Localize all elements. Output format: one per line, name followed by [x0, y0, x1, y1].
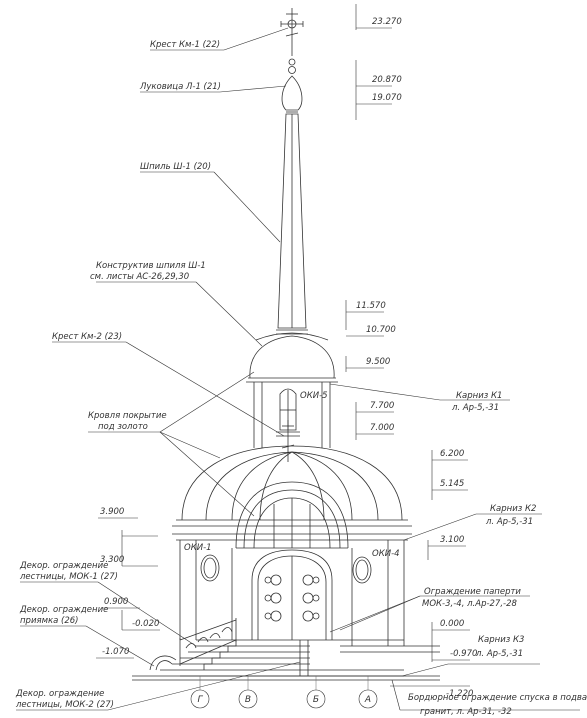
- level-m0020: -0.020: [132, 619, 159, 629]
- level-7000: 7.000: [370, 423, 394, 433]
- level-11570: 11.570: [356, 301, 386, 311]
- level-3300: 3.300: [100, 555, 124, 565]
- label-pit-fence-1: Декор. ограждение: [19, 605, 108, 615]
- axis-bubbles: [190, 689, 378, 709]
- stairs-and-railing: [149, 618, 404, 677]
- label-cornice-k2-2: л. Ар-5,-31: [485, 517, 533, 527]
- label-border-fence-2: гранит, л. Ар-31, -32: [420, 707, 512, 717]
- label-cross-top: Крест Км-1 (22): [150, 40, 220, 50]
- window-label-oki4: ОКИ-4: [372, 549, 400, 559]
- level-m0970: -0.970: [450, 649, 477, 659]
- label-porch-fence-1: Ограждение паперти: [424, 587, 521, 597]
- label-spire: Шпиль Ш-1 (20): [140, 162, 211, 172]
- window-label-oki5: ОКИ-5: [300, 391, 328, 401]
- level-23270: 23.270: [372, 17, 402, 27]
- ground-lines: [132, 645, 440, 681]
- label-onion-dome: Луковица Л-1 (21): [139, 82, 221, 92]
- level-0000: 0.000: [440, 619, 464, 629]
- spire: [276, 113, 308, 335]
- label-stair-fence2-2: лестницы, МОК-2 (27): [15, 700, 114, 710]
- level-7700: 7.700: [370, 401, 394, 411]
- label-roof-1: Кровля покрытие: [88, 411, 167, 421]
- level-0900: 0.900: [104, 597, 128, 607]
- level-mark-lines: [96, 4, 470, 687]
- label-stair-fence1-2: лестницы, МОК-1 (27): [19, 572, 118, 582]
- label-cornice-k3-2: л. Ар-5,-31: [475, 649, 523, 659]
- level-3900: 3.900: [100, 507, 124, 517]
- label-pit-fence-2: приямка (26): [20, 616, 79, 626]
- label-cross-small: Крест Км-2 (23): [52, 332, 122, 342]
- top-cross: [280, 8, 304, 56]
- label-spire-structure-1: Конструктив шпиля Ш-1: [96, 261, 206, 271]
- axis-label-b: Б: [313, 695, 319, 705]
- axis-lines: [199, 676, 369, 690]
- label-cornice-k1-1: Карниз К1: [456, 391, 502, 401]
- onion-dome: [281, 58, 303, 113]
- level-m1070: -1.070: [102, 647, 129, 657]
- label-porch-fence-2: МОК-3,-4, л.Ар-27,-28: [422, 599, 518, 609]
- label-cornice-k3-1: Карниз К3: [478, 635, 524, 645]
- axis-label-g: Г: [197, 695, 203, 705]
- axis-label-v: В: [245, 695, 251, 705]
- side-windows: [200, 554, 372, 584]
- level-6200: 6.200: [440, 449, 464, 459]
- small-cross: [276, 420, 300, 462]
- label-roof-2: под золото: [98, 422, 148, 432]
- axis-label-a: А: [364, 695, 371, 705]
- facade-walls: [179, 540, 405, 646]
- entry-door: [251, 549, 333, 640]
- level-20870: 20.870: [372, 75, 402, 85]
- label-stair-fence2-1: Декор. ограждение: [15, 689, 104, 699]
- level-m1220: -1.220: [446, 689, 473, 699]
- label-spire-structure-2: см. листы АС-26,29,30: [90, 272, 189, 282]
- level-10700: 10.700: [366, 325, 396, 335]
- leader-lines: [16, 27, 580, 711]
- portal: [235, 481, 349, 549]
- level-19070: 19.070: [372, 93, 402, 103]
- level-3100: 3.100: [440, 535, 464, 545]
- level-9500: 9.500: [366, 357, 390, 367]
- label-cornice-k1-2: л. Ар-5,-31: [451, 403, 499, 413]
- label-cornice-k2-1: Карниз К2: [490, 504, 536, 514]
- label-border-fence-1: Бордюрное ограждение спуска в подвал: [408, 693, 587, 703]
- level-5145: 5.145: [440, 479, 464, 489]
- label-stair-fence1-1: Декор. ограждение: [19, 561, 108, 571]
- window-label-oki1: ОКИ-1: [184, 543, 212, 553]
